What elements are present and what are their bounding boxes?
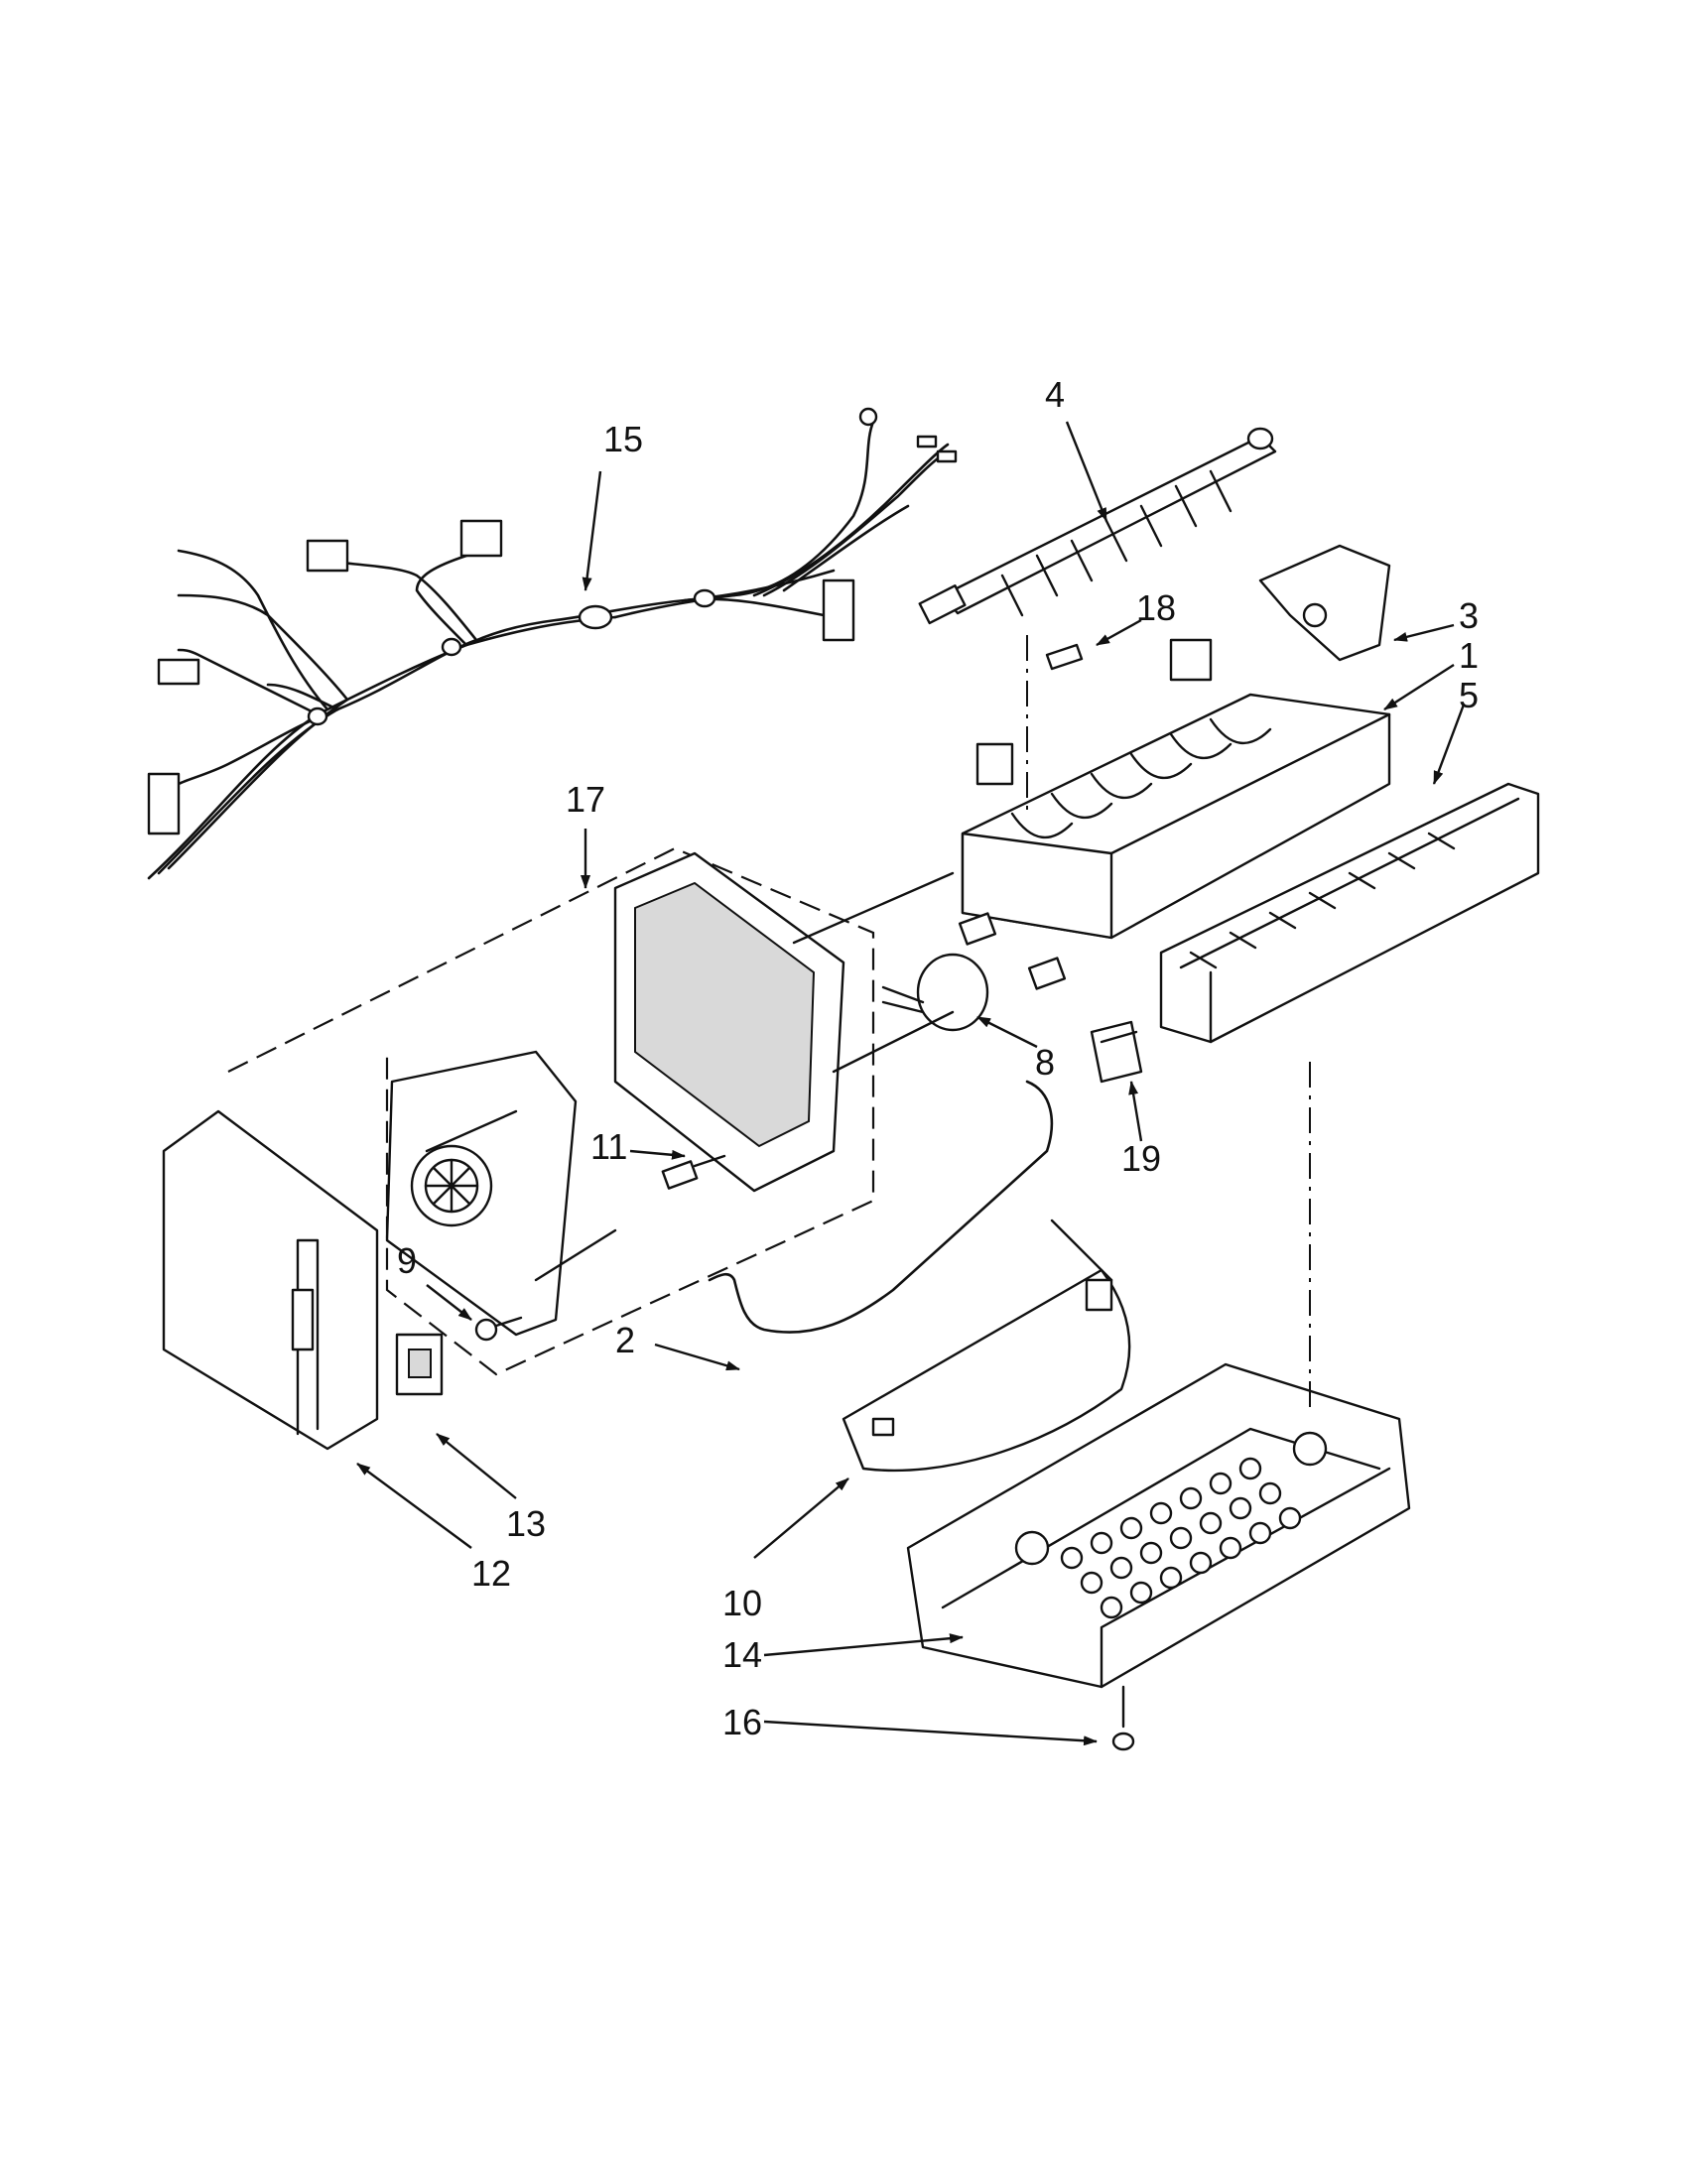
tray-pegs [1060, 1457, 1302, 1619]
callout-13: 13 [506, 1503, 546, 1544]
callout-10: 10 [722, 1583, 762, 1623]
callout-2: 2 [615, 1320, 635, 1360]
callout-1: 1 [1459, 635, 1479, 676]
ice-mold [961, 638, 1391, 940]
spade-terminal-2 [936, 450, 958, 463]
screw-9 [474, 1316, 523, 1342]
spade-terminal-1 [916, 435, 938, 449]
harness-connector-lower [157, 658, 200, 686]
callout-16: 16 [722, 1702, 762, 1742]
harness-tie-2 [441, 637, 462, 657]
ejector-shaft [918, 427, 1277, 625]
harness-connector-left [147, 772, 181, 835]
callout-19: 19 [1121, 1138, 1161, 1179]
callout-9: 9 [397, 1240, 417, 1281]
assembly-guide-lines [425, 871, 955, 1282]
ice-tray-base [906, 1362, 1411, 1689]
callout-14: 14 [722, 1634, 762, 1675]
harness-tie [693, 588, 716, 608]
callout-11: 11 [590, 1126, 627, 1167]
screw-11 [661, 1154, 726, 1190]
callout-4: 4 [1045, 374, 1065, 415]
callout-18: 18 [1136, 587, 1176, 628]
ring-terminal [858, 407, 878, 427]
wiring-harness [147, 407, 958, 880]
module-assembly [227, 846, 875, 1376]
screw-18 [1045, 643, 1084, 671]
harness-connector-small [306, 539, 349, 573]
power-switch [395, 1333, 444, 1396]
thermostat [881, 912, 1067, 1032]
mounting-screw [1111, 1685, 1135, 1751]
callout-8: 8 [1035, 1042, 1055, 1083]
callout-17: 17 [566, 779, 605, 820]
harness-tie-3 [307, 707, 328, 726]
harness-sleeve [578, 604, 613, 630]
bail-paddle [842, 1268, 1131, 1473]
harness-connector-right [822, 578, 855, 642]
cover-bracket [1258, 544, 1391, 662]
clip [1090, 1020, 1143, 1084]
callout-3: 3 [1459, 595, 1479, 636]
callout-15: 15 [603, 419, 643, 459]
callout-5: 5 [1459, 675, 1479, 715]
stripper [1159, 782, 1540, 1044]
callout-leaders [356, 421, 1466, 1746]
harness-connector-plug [459, 519, 503, 558]
callout-12: 12 [471, 1553, 511, 1594]
front-cover [162, 1109, 379, 1451]
